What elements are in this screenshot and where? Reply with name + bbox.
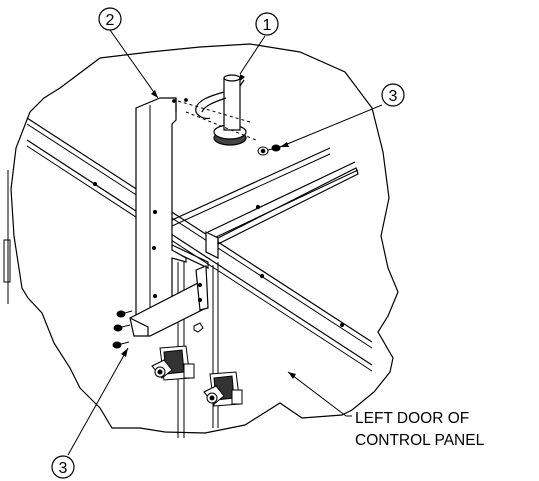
- annotation-line-1: LEFT DOOR OF: [355, 410, 469, 427]
- callout-2: 2: [98, 7, 122, 31]
- screws-left: [112, 310, 133, 349]
- post-assembly: [195, 74, 247, 146]
- top-bolts: [172, 98, 281, 156]
- top-right-rail: [171, 147, 359, 239]
- callout-3-bottom-label: 3: [59, 460, 68, 477]
- horizontal-rail: [26, 117, 373, 372]
- breakout-outline: [10, 43, 399, 434]
- latch-lower: [203, 371, 243, 407]
- annotation-line-2: CONTROL PANEL: [355, 432, 485, 449]
- latch-upper: [151, 345, 195, 381]
- callout-3-top: 3: [381, 83, 405, 107]
- callout-1-label: 1: [263, 17, 272, 34]
- nut: [193, 322, 204, 333]
- callout-2-label: 2: [106, 12, 115, 29]
- callout-3-bottom: 3: [51, 455, 75, 479]
- angle-bracket: [129, 265, 209, 337]
- leader-lines: [67, 29, 383, 456]
- callout-1: 1: [255, 12, 279, 36]
- callout-3-top-label: 3: [389, 88, 398, 105]
- leader-arrowheads: [121, 74, 296, 379]
